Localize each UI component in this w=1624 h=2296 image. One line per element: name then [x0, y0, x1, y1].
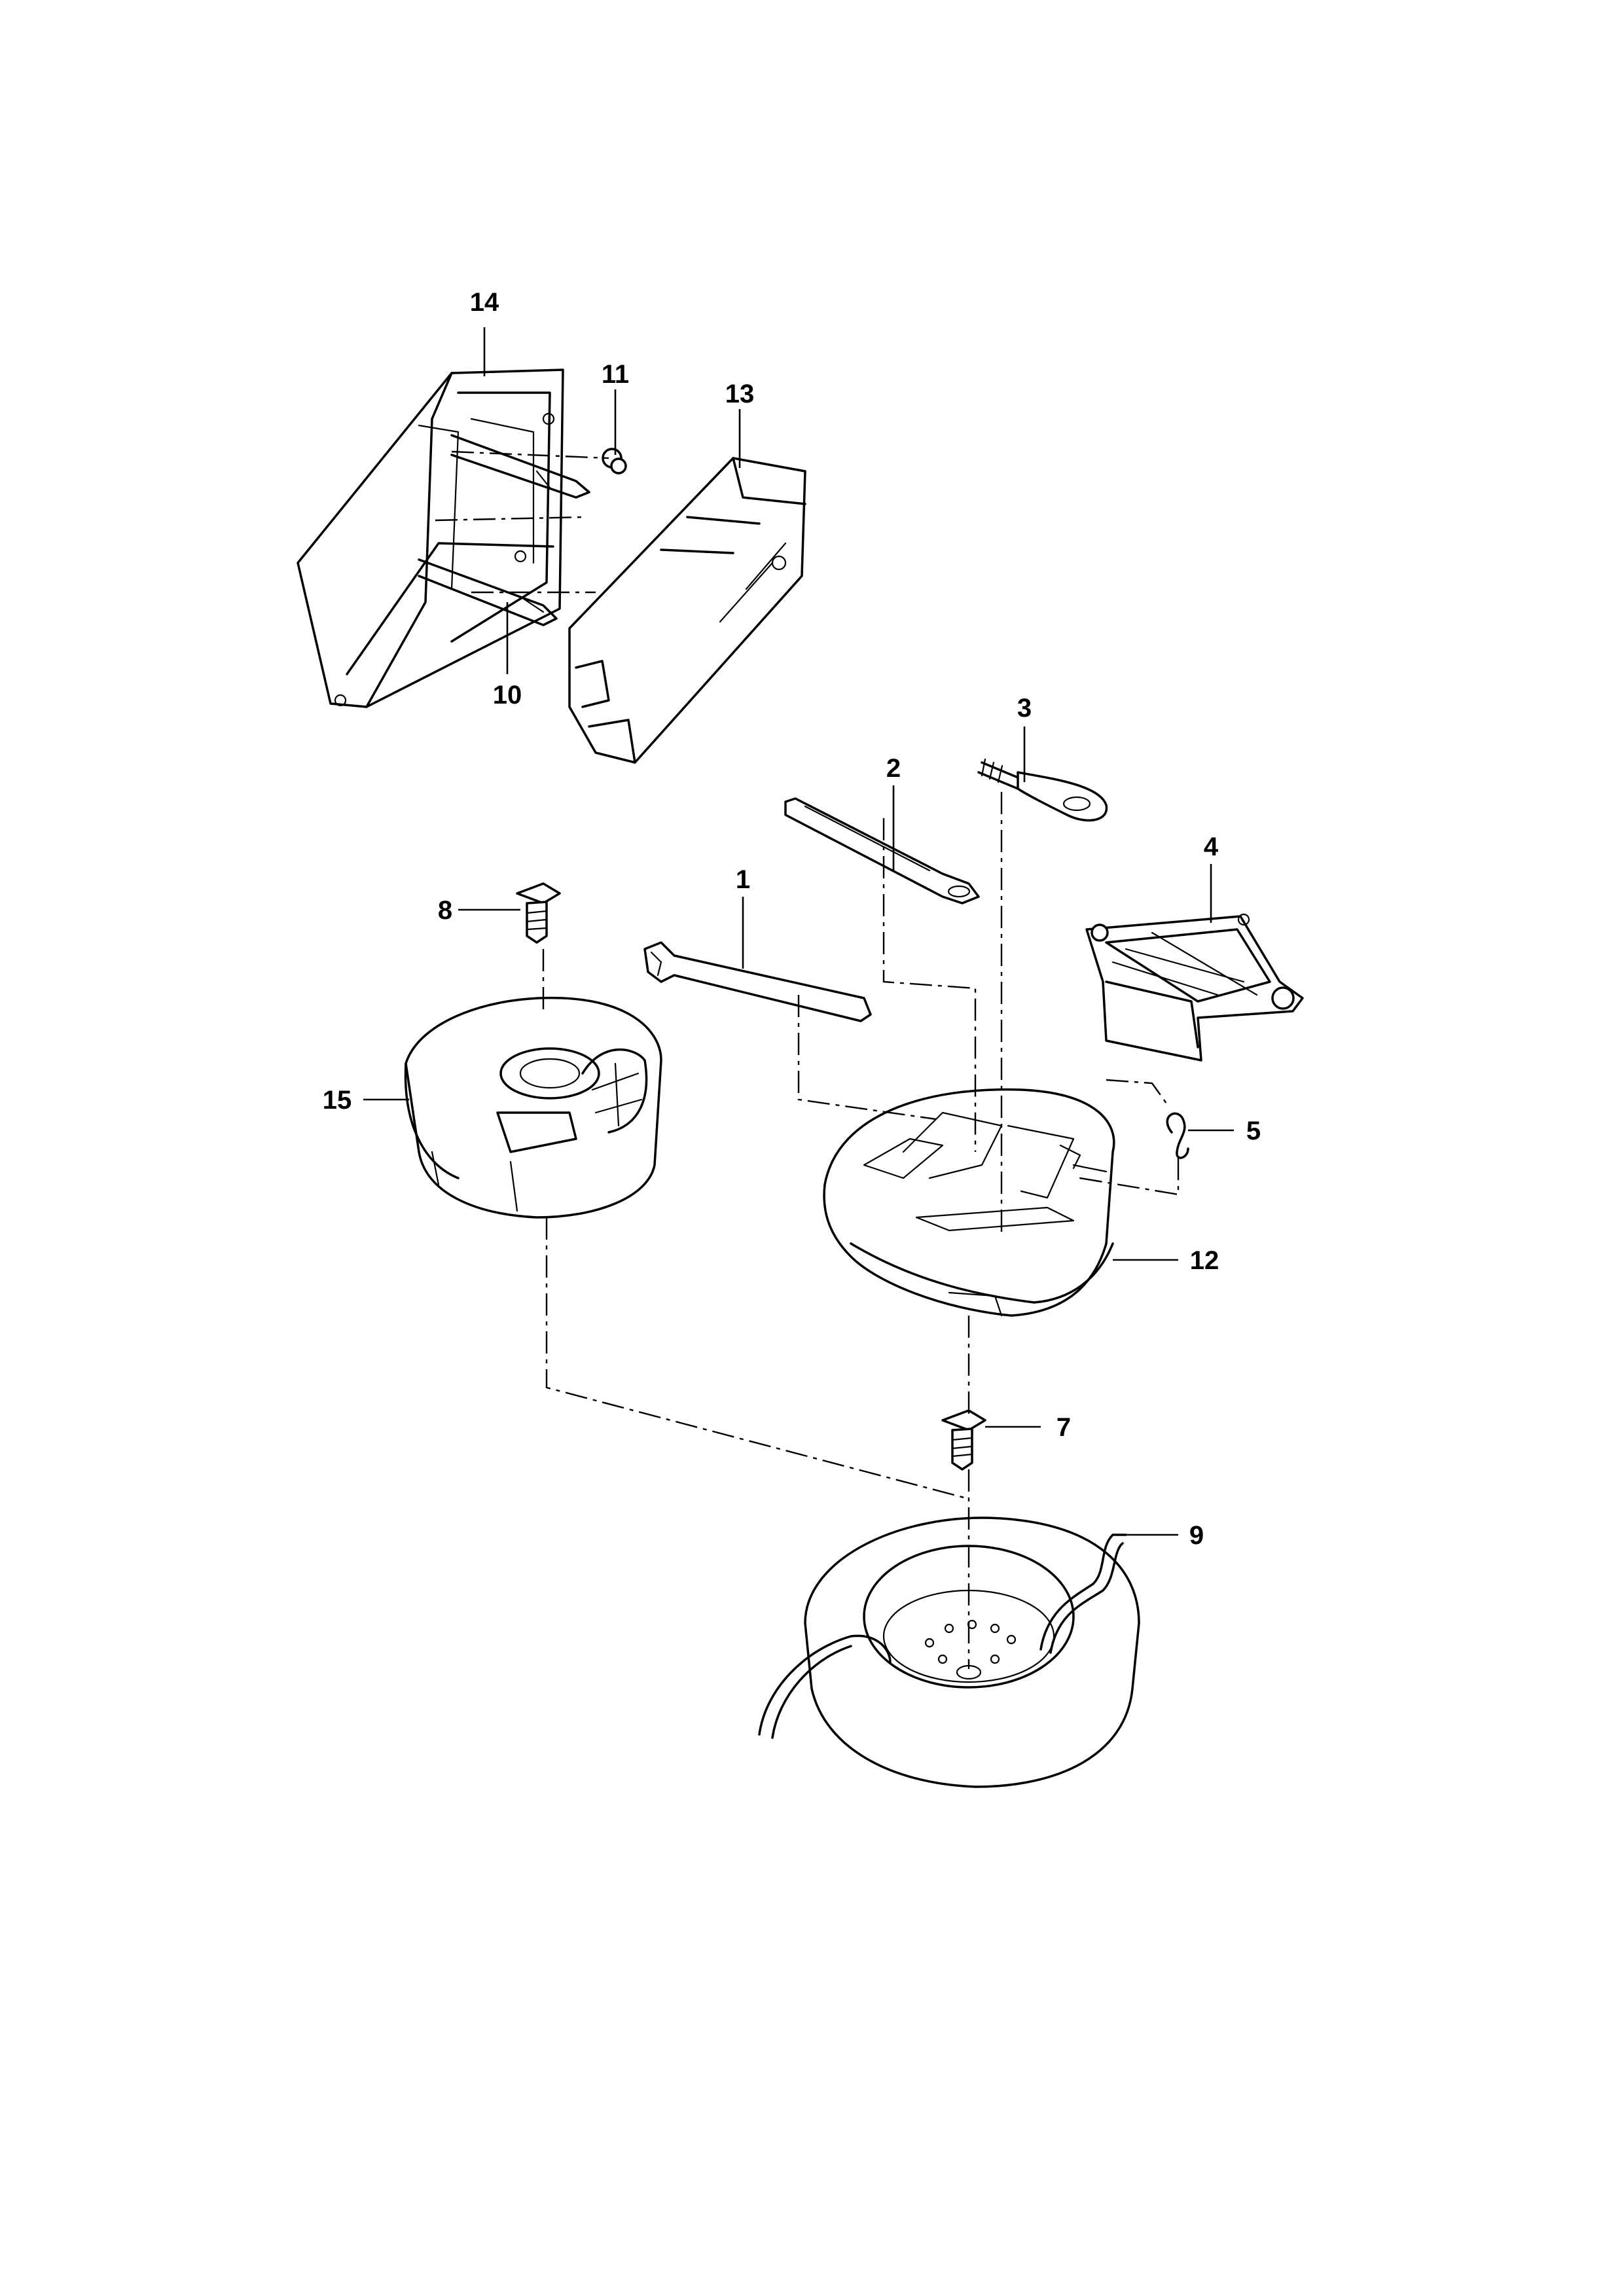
- callout-3: 3: [1017, 694, 1032, 723]
- part-8-bolt: [516, 882, 561, 944]
- callout-4: 4: [1204, 833, 1219, 861]
- callout-10: 10: [493, 681, 522, 709]
- callout-14: 14: [470, 288, 499, 317]
- part-14-storage-tray: [297, 368, 590, 708]
- part-9-strap: [758, 1534, 1127, 1739]
- callout-13: 13: [725, 380, 755, 408]
- part-15-wheel-cover: [404, 996, 662, 1219]
- callout-labels: 14 11 13 10 3 2 4 1 8 15 5 12 7 9: [323, 288, 1261, 1550]
- spare-wheel: [804, 1516, 1140, 1788]
- callout-8: 8: [438, 896, 452, 925]
- part-2-wrench: [784, 797, 980, 905]
- assembly-lines: [435, 450, 1180, 1669]
- part-5-hook: [1166, 1112, 1189, 1159]
- callout-11: 11: [602, 360, 629, 389]
- part-1-wheel-brace: [643, 941, 872, 1022]
- leader-lines: [363, 327, 1234, 1536]
- part-13-foam-insert: [568, 457, 806, 764]
- callout-9: 9: [1189, 1521, 1204, 1550]
- part-7-bolt: [941, 1409, 986, 1471]
- callout-12: 12: [1190, 1246, 1219, 1275]
- callout-5: 5: [1246, 1117, 1261, 1145]
- callout-7: 7: [1056, 1413, 1071, 1442]
- callout-1: 1: [736, 865, 750, 894]
- part-3-tow-eye: [977, 758, 1108, 822]
- part-11-clip: [602, 448, 627, 475]
- part-12-tool-tray: [823, 1088, 1115, 1317]
- callout-15: 15: [323, 1086, 352, 1115]
- part-4-scissor-jack: [1085, 913, 1304, 1062]
- callout-2: 2: [886, 754, 901, 783]
